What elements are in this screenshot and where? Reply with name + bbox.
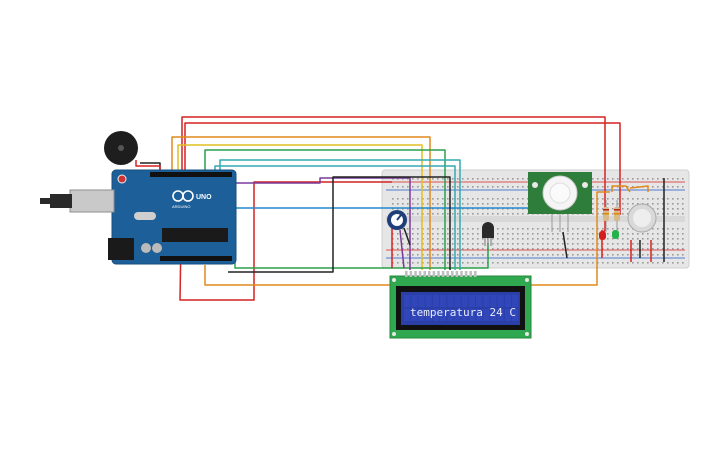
lcd-pin-header <box>405 271 477 277</box>
wire-orange-3 <box>611 185 631 193</box>
wire-orange-2 <box>204 191 610 286</box>
wire-orange-1 <box>171 136 431 270</box>
power-jack <box>108 238 134 260</box>
capacitor <box>152 243 162 253</box>
arduino-logo: ARDUINO UNO <box>172 190 212 209</box>
led-green[interactable] <box>612 230 619 239</box>
wire-pot-3 <box>403 227 411 246</box>
lcd-character-cells <box>404 295 519 321</box>
analog-header <box>160 256 232 261</box>
wire-black-3 <box>562 231 568 259</box>
lcd-module[interactable]: temperatura 24 C <box>389 271 532 339</box>
wire-purple <box>225 177 411 270</box>
resistor <box>614 200 620 232</box>
arduino-uno-board[interactable]: ARDUINO UNO <box>40 169 237 265</box>
crystal <box>134 212 156 220</box>
microcontroller-chip <box>162 228 228 242</box>
digital-header <box>150 172 232 177</box>
wire-pot-2 <box>399 229 405 269</box>
wire-orange-4 <box>629 185 649 192</box>
led-red[interactable] <box>599 231 606 240</box>
wire-teal-2 <box>219 159 461 270</box>
resistors[interactable] <box>603 200 620 232</box>
gas-sensor[interactable] <box>627 203 657 233</box>
wire-teal-1 <box>214 165 456 270</box>
piezo-buzzer[interactable] <box>104 131 138 165</box>
reset-button[interactable] <box>117 174 127 184</box>
wires <box>135 116 665 301</box>
temperature-sensor[interactable] <box>482 222 494 246</box>
breadboard[interactable] <box>381 169 690 269</box>
usb-connector <box>40 189 115 213</box>
resistor <box>603 200 609 232</box>
wire-green-1 <box>204 149 446 270</box>
capacitor <box>141 243 151 253</box>
wire-buzzer-red <box>135 160 161 172</box>
potentiometer[interactable] <box>387 210 407 230</box>
brand-label: ARDUINO <box>172 204 190 209</box>
lcd-display-text: temperatura 24 C <box>410 306 516 319</box>
wire-black-1 <box>228 176 451 273</box>
model-label: UNO <box>196 194 212 201</box>
pir-motion-sensor[interactable] <box>528 172 592 232</box>
wire-red-3 <box>184 122 621 215</box>
